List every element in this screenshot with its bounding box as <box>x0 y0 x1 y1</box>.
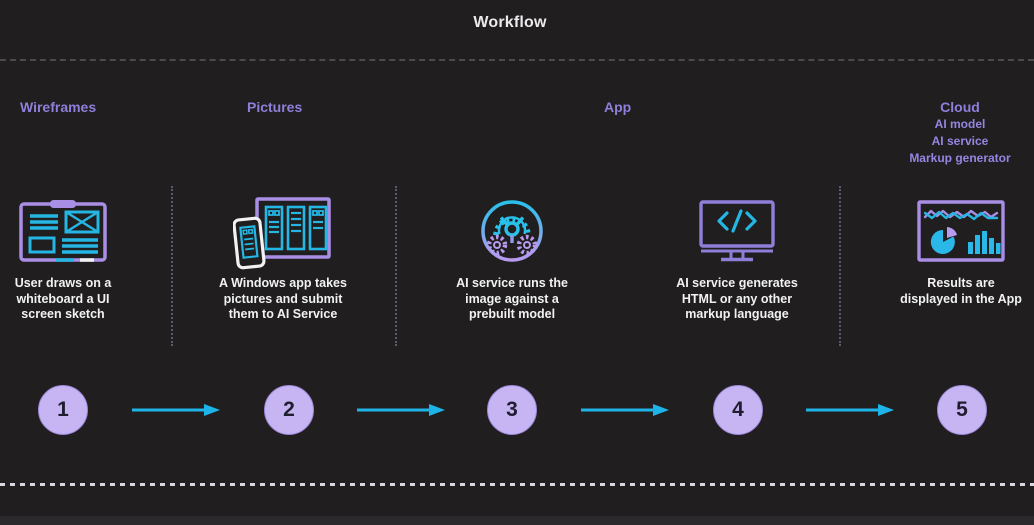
step-3-number: 3 <box>487 385 537 435</box>
step-1: User draws on a whiteboard a UI screen s… <box>0 195 148 323</box>
section-label-wireframes: Wireframes <box>20 99 97 115</box>
section-label-app: App <box>604 99 632 115</box>
phone-pictures-icon <box>198 195 368 270</box>
top-dashed-divider <box>0 59 1034 61</box>
section-label-pictures: Pictures <box>247 99 303 115</box>
vertical-divider-3 <box>839 186 841 346</box>
cloud-item-ai-service: AI service <box>931 134 989 148</box>
step-3-caption: AI service runs the image against a preb… <box>456 276 568 321</box>
step-3: AI service runs the image against a preb… <box>427 195 597 323</box>
results-dashboard-icon <box>876 195 1034 267</box>
arrow-4-5-icon <box>806 404 894 416</box>
vertical-divider-1 <box>171 186 173 346</box>
cloud-item-markup-generator: Markup generator <box>909 151 1011 165</box>
step-5-number: 5 <box>937 385 987 435</box>
step-4-caption: AI service generates HTML or any other m… <box>676 276 798 321</box>
cloud-item-ai-model: AI model <box>934 117 986 131</box>
arrow-3-4-icon <box>581 404 669 416</box>
step-2: A Windows app takes pictures and submit … <box>198 195 368 323</box>
arrow-1-2-icon <box>132 404 220 416</box>
section-cloud: Cloud AI model AI service Markup generat… <box>879 99 1034 166</box>
step-5-caption: Results are displayed in the App <box>900 276 1022 306</box>
ai-gears-icon <box>427 195 597 267</box>
step-2-caption: A Windows app takes pictures and submit … <box>219 276 347 321</box>
bottom-dotted-divider <box>0 483 1034 486</box>
step-2-number: 2 <box>264 385 314 435</box>
step-1-caption: User draws on a whiteboard a UI screen s… <box>14 276 112 321</box>
step-5: Results are displayed in the App <box>876 195 1034 307</box>
page-title: Workflow <box>473 14 547 31</box>
bottom-strip <box>0 516 1034 525</box>
arrow-2-3-icon <box>357 404 445 416</box>
step-1-number: 1 <box>38 385 88 435</box>
section-label-cloud: Cloud <box>940 99 980 115</box>
step-4-number: 4 <box>713 385 763 435</box>
step-4: AI service generates HTML or any other m… <box>652 195 822 323</box>
vertical-divider-2 <box>395 186 397 346</box>
whiteboard-sketch-icon <box>0 195 148 267</box>
code-monitor-icon <box>652 195 822 267</box>
